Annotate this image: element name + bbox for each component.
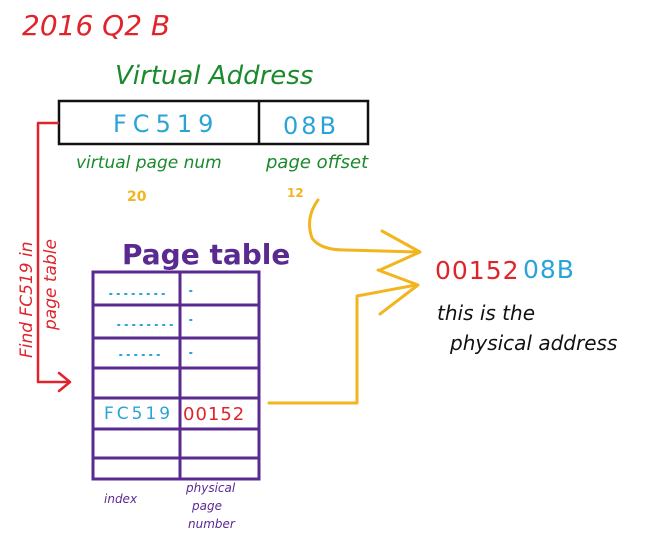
ppn-label-line-2: page bbox=[191, 499, 222, 513]
heading: 2016 Q2 B bbox=[22, 9, 170, 42]
physical-address-note-line-1: this is the bbox=[437, 301, 535, 325]
page-table-ppn-value: 00152 bbox=[183, 404, 245, 425]
ppn-label-line-3: number bbox=[188, 517, 236, 531]
physical-offset: 08B bbox=[523, 255, 575, 284]
page-table bbox=[91, 270, 261, 481]
index-label: index bbox=[104, 492, 138, 506]
page-number-bits: 20 bbox=[127, 189, 147, 205]
virtual-page-number-value: FC519 bbox=[113, 110, 219, 138]
page-table-placeholder-entries bbox=[109, 290, 196, 356]
page-table-index-value: FC519 bbox=[104, 404, 173, 424]
offset-bits: 12 bbox=[287, 186, 304, 200]
page-table-title: Page table bbox=[122, 238, 290, 271]
lookup-arrow bbox=[36, 121, 72, 393]
ppn-label-line-1: physical bbox=[185, 481, 236, 495]
offset-value: 08B bbox=[283, 112, 339, 140]
physical-address-note-line-2: physical address bbox=[449, 331, 617, 355]
virtual-address-title: Virtual Address bbox=[115, 61, 313, 91]
physical-page-number: 00152 bbox=[435, 256, 520, 285]
page-offset-label: page offset bbox=[265, 152, 369, 173]
side-note-line-1: Find FC519 in bbox=[17, 242, 37, 358]
ppn-arrow bbox=[267, 268, 420, 405]
virtual-page-number-label: virtual page num bbox=[76, 153, 222, 173]
offset-arrow bbox=[308, 198, 422, 272]
side-note-line-2: page table bbox=[41, 239, 61, 331]
